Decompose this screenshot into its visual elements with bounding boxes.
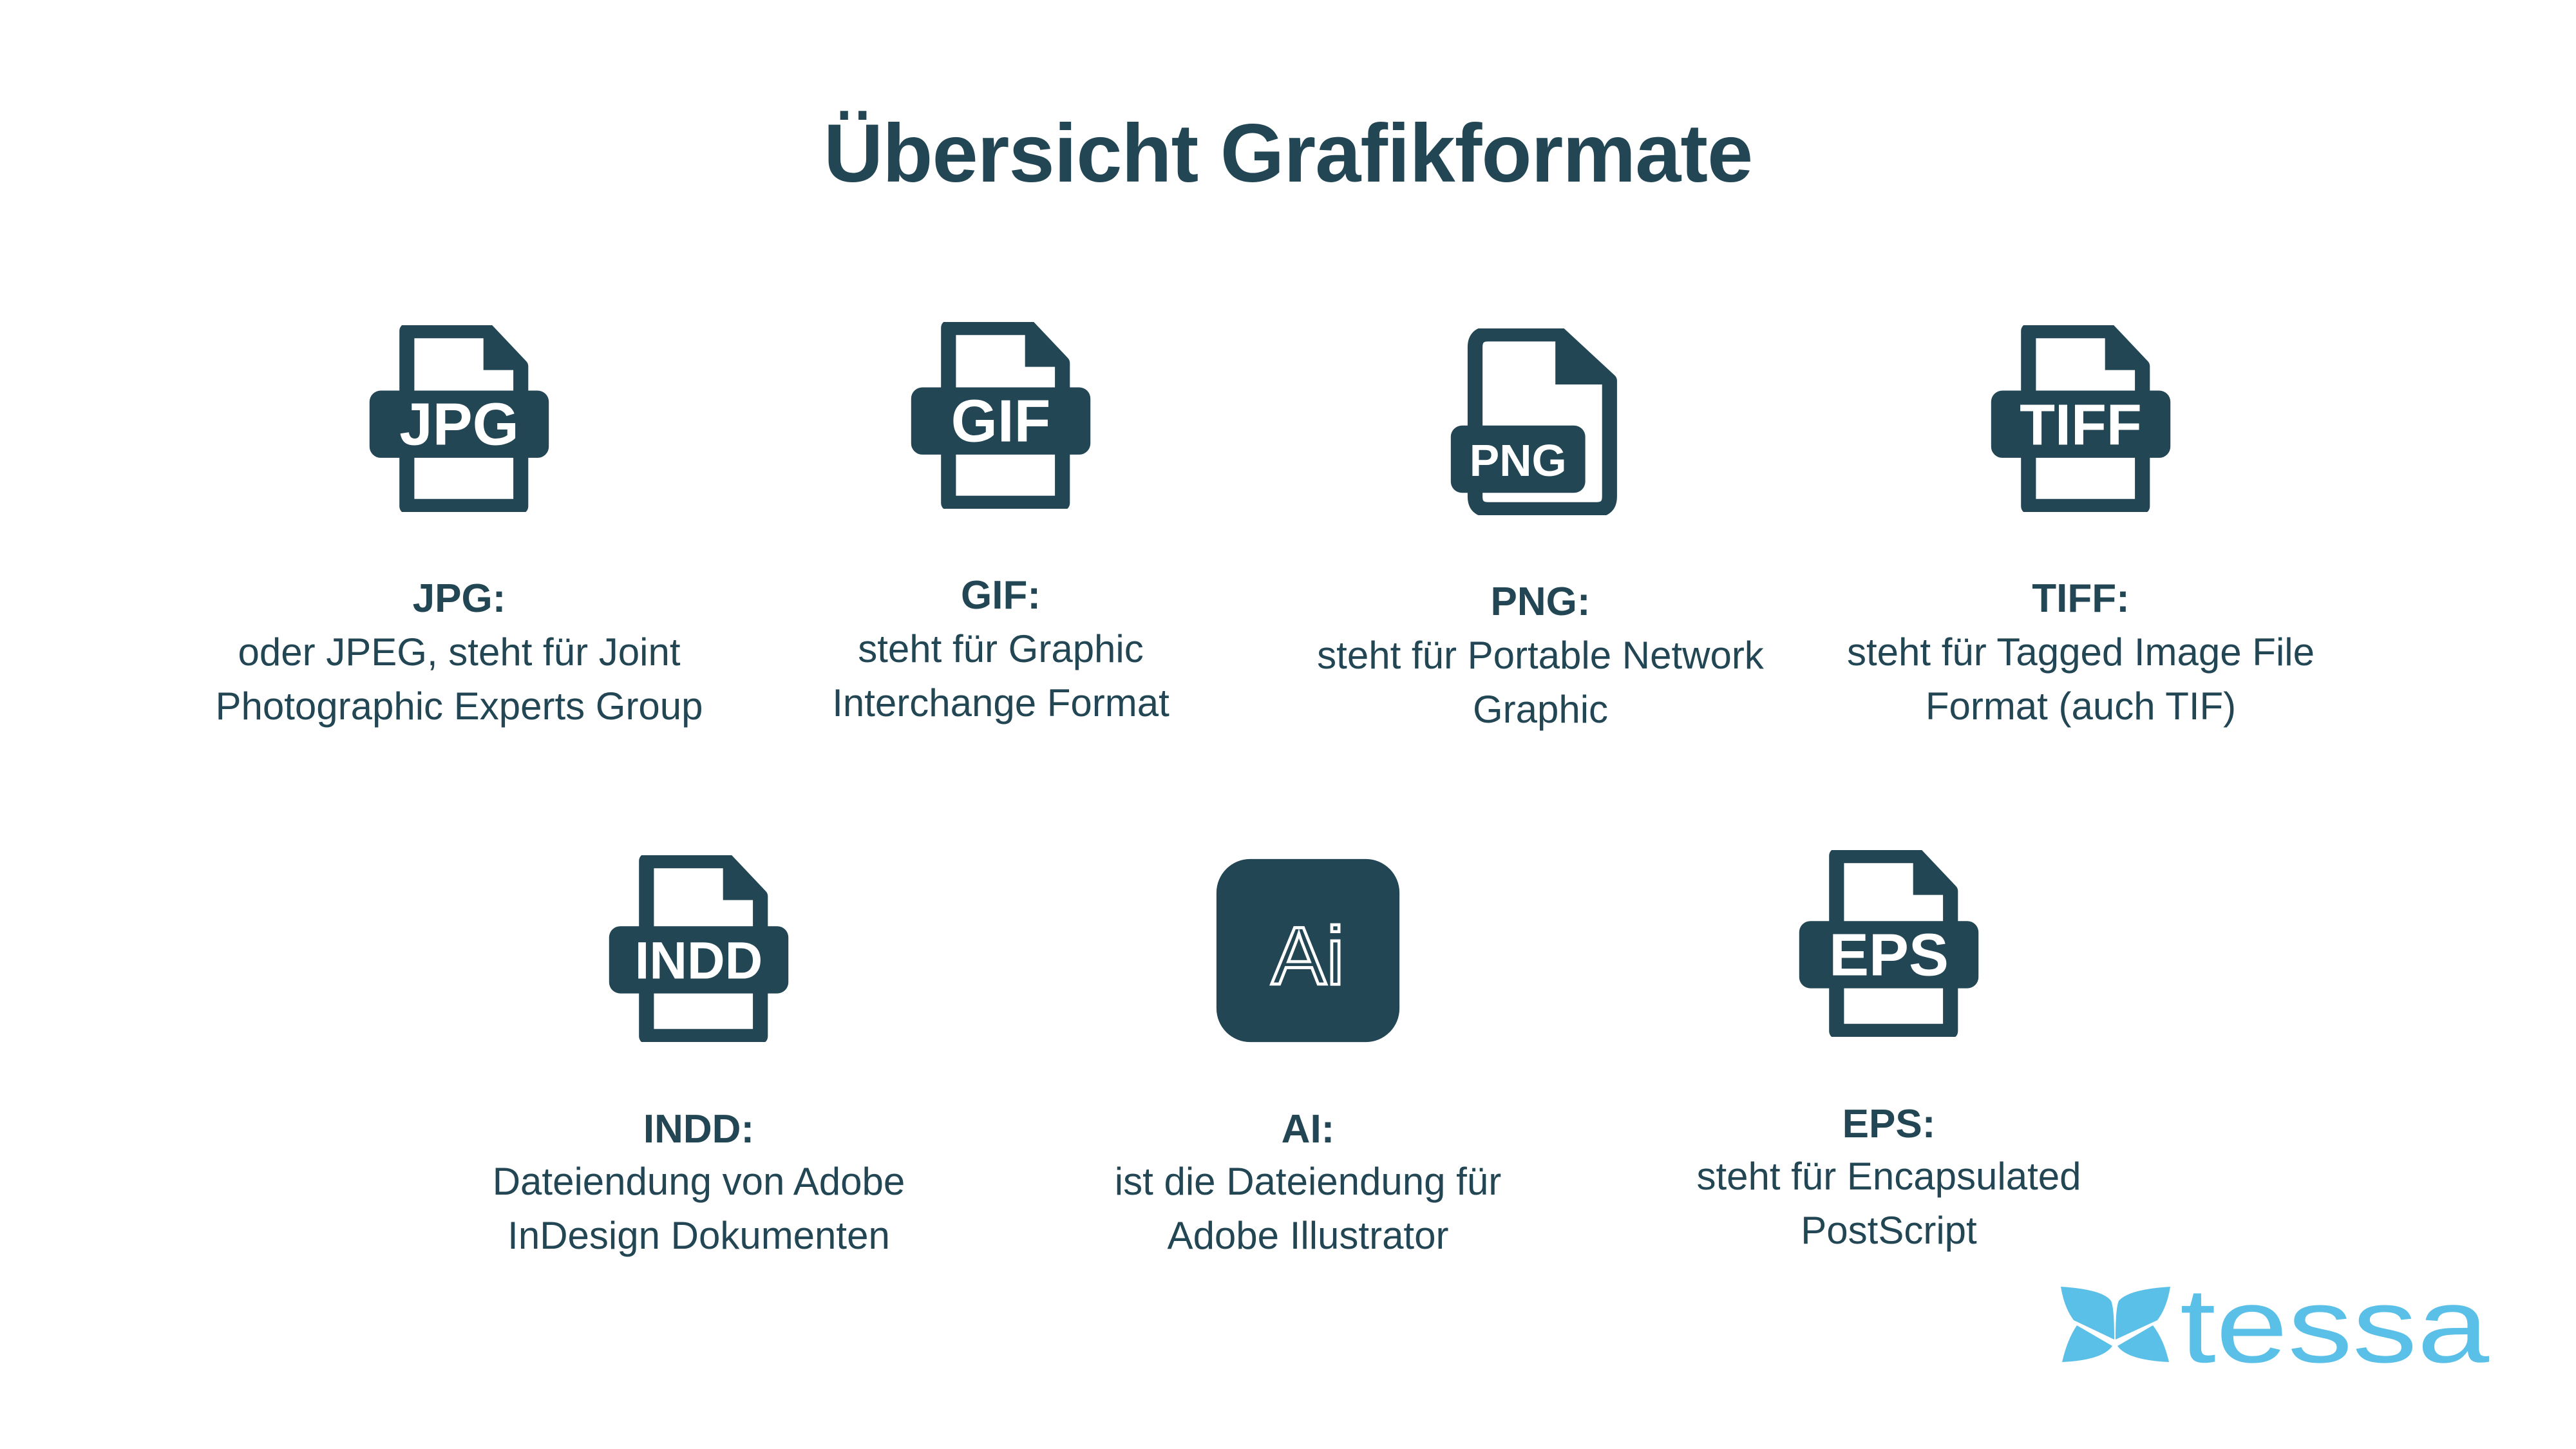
page-title: Übersicht Grafikformate bbox=[823, 108, 1753, 200]
svg-text:EPS: EPS bbox=[1829, 921, 1949, 988]
format-label: JPG: bbox=[412, 576, 506, 621]
svg-text:Ai: Ai bbox=[1271, 910, 1344, 1002]
svg-text:PNG: PNG bbox=[1470, 435, 1567, 486]
adobe-illustrator-icon: Ai bbox=[1215, 857, 1401, 1044]
format-description: steht für Portable Network Graphic bbox=[1317, 634, 1764, 731]
format-description: steht für Encapsulated PostScript bbox=[1696, 1155, 2081, 1252]
eps-file-icon: EPS bbox=[1795, 850, 1982, 1037]
format-label: EPS: bbox=[1842, 1102, 1936, 1146]
tessa-logo: tessa bbox=[2048, 1266, 2499, 1385]
butterfly-logo-icon: tessa bbox=[2061, 1266, 2489, 1385]
format-description: ist die Dateiendung für Adobe Illustrato… bbox=[1114, 1160, 1502, 1257]
format-description: steht für Graphic Interchange Format bbox=[832, 627, 1170, 724]
png-file-icon: PNG bbox=[1447, 328, 1634, 515]
format-label: PNG: bbox=[1490, 580, 1591, 624]
format-label: TIFF: bbox=[2032, 576, 2130, 621]
indd-file-icon: INDD bbox=[605, 855, 792, 1042]
format-label: AI: bbox=[1281, 1107, 1335, 1151]
svg-text:tessa: tessa bbox=[2180, 1282, 2489, 1375]
format-label: INDD: bbox=[643, 1107, 755, 1151]
format-description: oder JPEG, steht für Joint Photographic … bbox=[215, 630, 703, 728]
svg-text:INDD: INDD bbox=[635, 931, 762, 990]
gif-file-icon: GIF bbox=[907, 322, 1094, 509]
jpg-file-icon: JPG bbox=[366, 325, 553, 512]
format-description: Dateiendung von Adobe InDesign Dokumente… bbox=[492, 1160, 905, 1257]
svg-text:JPG: JPG bbox=[399, 391, 519, 458]
format-label: GIF: bbox=[961, 573, 1041, 618]
svg-text:GIF: GIF bbox=[951, 388, 1051, 455]
tiff-file-icon: TIFF bbox=[1987, 325, 2174, 512]
format-description: steht für Tagged Image File Format (auch… bbox=[1847, 630, 2315, 728]
svg-text:TIFF: TIFF bbox=[2020, 393, 2142, 458]
